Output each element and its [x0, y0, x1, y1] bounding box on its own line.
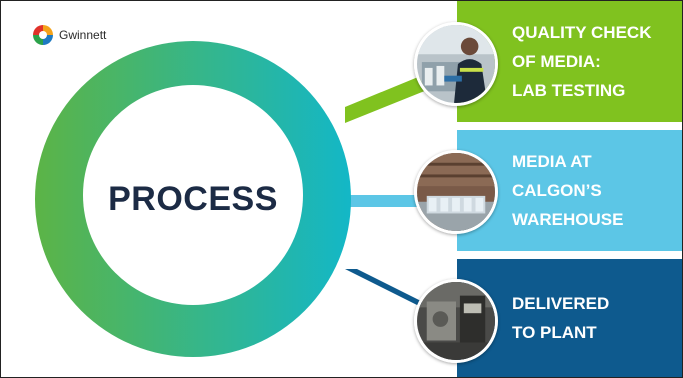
step-2-line-3: WAREHOUSE [512, 210, 624, 229]
step-3-line-1: DELIVERED [512, 294, 610, 313]
step-1-line-3: LAB TESTING [512, 81, 626, 100]
step-3-line-2: TO PLANT [512, 323, 597, 342]
warehouse-photo [414, 150, 498, 234]
step-2-line-2: CALGON’S [512, 181, 602, 200]
step-1-line-1: QUALITY CHECK [512, 23, 652, 42]
logo-name: Gwinnett [59, 28, 107, 42]
lab-worker-photo [414, 22, 498, 106]
process-ring: PROCESS [35, 41, 351, 357]
process-title: PROCESS [108, 179, 278, 218]
step-1-line-2: OF MEDIA: [512, 52, 601, 71]
step-2-line-1: MEDIA AT [512, 152, 592, 171]
gwinnett-logo-icon [33, 25, 53, 45]
plant-equipment-photo [414, 279, 498, 363]
gwinnett-logo: Gwinnett [31, 23, 106, 47]
